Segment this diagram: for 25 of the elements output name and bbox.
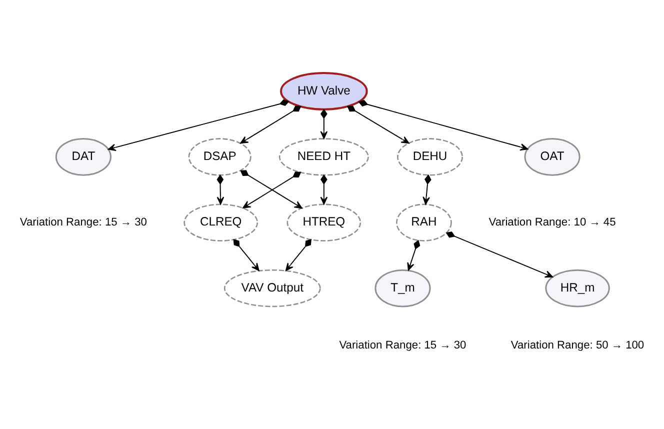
arrow (320, 108, 328, 140)
arrow (108, 99, 290, 152)
arrow (407, 240, 420, 271)
arrow (240, 106, 302, 144)
arrow (446, 231, 553, 278)
arrow (422, 174, 432, 205)
node-ellipse: VAV Output (224, 269, 321, 308)
node-ellipse: RAH (396, 204, 452, 242)
arrow (346, 106, 410, 144)
node-ellipse: DAT (55, 138, 112, 176)
node-ellipse: DEHU (397, 138, 464, 176)
arrow (358, 100, 528, 151)
node-ellipse: CLREQ (184, 204, 258, 242)
node-label: Variation Range: 50 → 100 (510, 340, 644, 352)
arrow (233, 238, 260, 272)
node-ellipse: OAT (524, 138, 580, 176)
node-label: Variation Range: 15 → 30 (339, 340, 466, 352)
node-label: Variation Range: 15 → 30 (20, 216, 147, 228)
arrow (216, 174, 224, 205)
node-ellipse: T_m (374, 269, 431, 308)
node-label: Variation Range: 10 → 45 (488, 216, 616, 228)
arrow (285, 238, 312, 272)
arrow (320, 174, 328, 205)
node-ellipse: NEED HT (278, 138, 369, 176)
node-ellipse: HTREQ (286, 204, 362, 242)
